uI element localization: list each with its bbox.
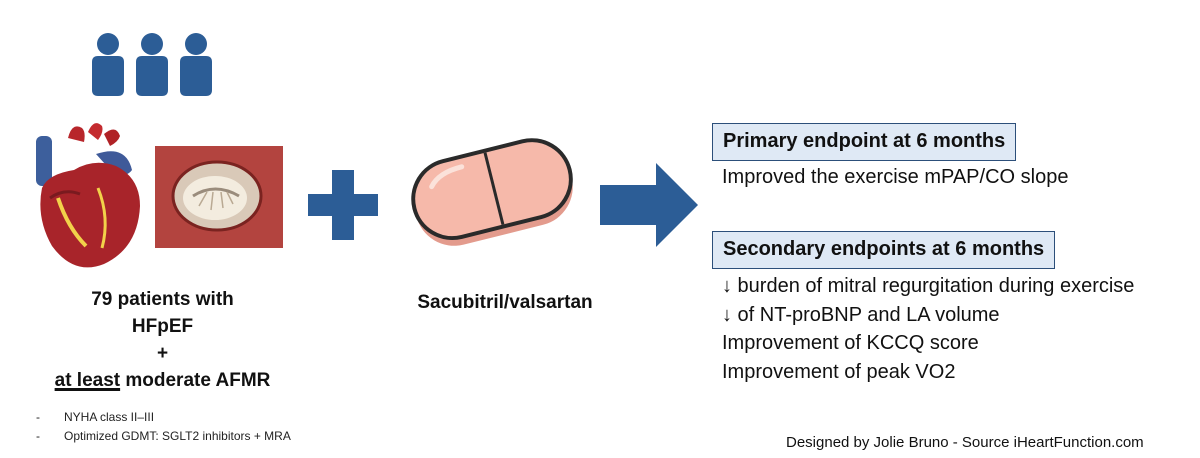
- secondary-endpoint-item: Improvement of peak VO2: [722, 360, 956, 383]
- secondary-endpoint-item: Improvement of KCCQ score: [722, 332, 979, 354]
- bullet-dash: -: [36, 429, 40, 443]
- inclusion-item: - NYHA class II–III: [36, 408, 291, 427]
- patients-line-2: HFpEF: [131, 316, 194, 337]
- inclusion-text: Optimized GDMT: SGLT2 inhibitors + MRA: [64, 429, 291, 443]
- inclusion-item: - Optimized GDMT: SGLT2 inhibitors + MRA: [36, 427, 291, 446]
- inclusion-text: NYHA class II–III: [64, 410, 155, 424]
- people-group-icon: [92, 33, 212, 96]
- inclusion-criteria-list: - NYHA class II–III - Optimized GDMT: SG…: [36, 408, 291, 446]
- bullet-dash: -: [36, 410, 40, 424]
- patients-line-4: at least moderate AFMR: [20, 367, 305, 394]
- plus-icon: [308, 170, 378, 240]
- patients-line-1: 79 patients with: [91, 289, 234, 310]
- secondary-endpoints-list: ↓ burden of mitral regurgitation during …: [722, 272, 1134, 386]
- secondary-endpoint-item: ↓ burden of mitral regurgitation during …: [722, 275, 1135, 297]
- patients-line-3: +: [156, 343, 169, 364]
- primary-endpoint-title: Primary endpoint at 6 months: [712, 123, 1017, 161]
- at-least-text: at least: [54, 370, 121, 391]
- secondary-endpoints-title: Secondary endpoints at 6 months: [712, 231, 1056, 269]
- primary-endpoint-result: Improved the exercise mPAP/CO slope: [722, 166, 1069, 188]
- moderate-afmr-text: moderate AFMR: [120, 370, 271, 391]
- heart-illustration: [36, 123, 141, 268]
- secondary-endpoint-item: ↓ of NT-proBNP and LA volume: [722, 303, 1000, 326]
- pill-icon: [411, 138, 573, 246]
- right-arrow-icon: [600, 163, 698, 247]
- patient-description: 79 patients with HFpEF + at least modera…: [20, 286, 305, 394]
- drug-name: Sacubitril/valsartan: [417, 292, 593, 313]
- mitral-valve-image: [155, 146, 283, 248]
- credit-line: Designed by Jolie Bruno - Source iHeartF…: [786, 434, 1144, 451]
